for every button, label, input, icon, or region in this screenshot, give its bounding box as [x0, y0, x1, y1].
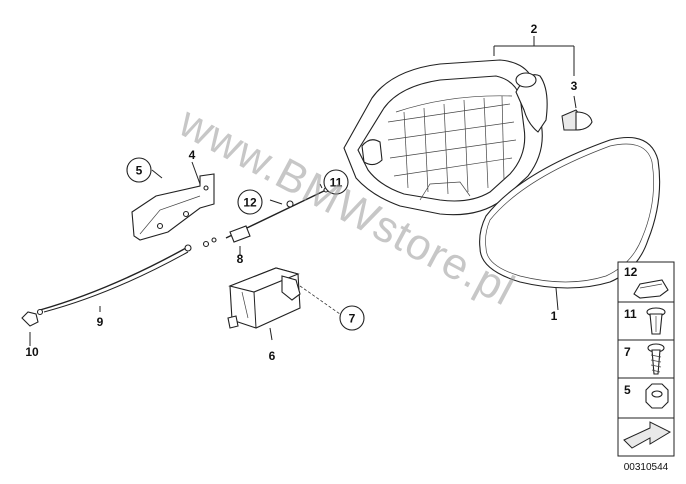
callout-7: 7 — [349, 312, 356, 326]
callout-6: 6 — [269, 349, 276, 363]
callout-9: 9 — [97, 315, 104, 329]
legend-label-12: 12 — [624, 265, 638, 279]
callout-2: 2 — [531, 22, 538, 36]
callout-11-circle — [323, 169, 349, 195]
bracket-part-4 — [131, 173, 215, 241]
callout-5-circle — [126, 157, 152, 183]
hex-nut-icon — [645, 383, 669, 409]
callout-7-circle — [339, 305, 365, 331]
fastener-3 — [561, 109, 593, 131]
diagram-code: 00310544 — [624, 462, 669, 473]
legend-label-11: 11 — [624, 307, 637, 321]
callout-labels: 1 2 3 4 5 6 7 8 9 10 11 12 — [25, 22, 577, 363]
legend-label-5: 5 — [624, 383, 631, 397]
arrow-icon — [623, 421, 672, 449]
clip-icon — [633, 279, 669, 299]
actuator-cable — [202, 187, 329, 248]
legend-label-7: 7 — [624, 345, 631, 359]
callout-3: 3 — [571, 79, 578, 93]
actuator-motor — [227, 267, 301, 329]
tapping-screw-icon — [647, 343, 665, 375]
callout-12: 12 — [243, 196, 257, 210]
release-cable — [21, 244, 192, 327]
expanding-rivet-icon — [646, 307, 666, 335]
callout-11: 11 — [330, 176, 343, 190]
fastener-legend: 12 11 7 5 — [617, 261, 675, 457]
leader-lines — [29, 36, 577, 346]
callout-10: 10 — [25, 345, 39, 359]
callout-12-circle — [237, 189, 263, 215]
callout-5: 5 — [136, 164, 143, 178]
callout-8: 8 — [237, 252, 244, 266]
fuel-filler-flap — [479, 136, 661, 289]
callout-4: 4 — [189, 148, 196, 162]
callout-1: 1 — [551, 309, 558, 323]
fuel-filler-housing — [343, 59, 548, 216]
